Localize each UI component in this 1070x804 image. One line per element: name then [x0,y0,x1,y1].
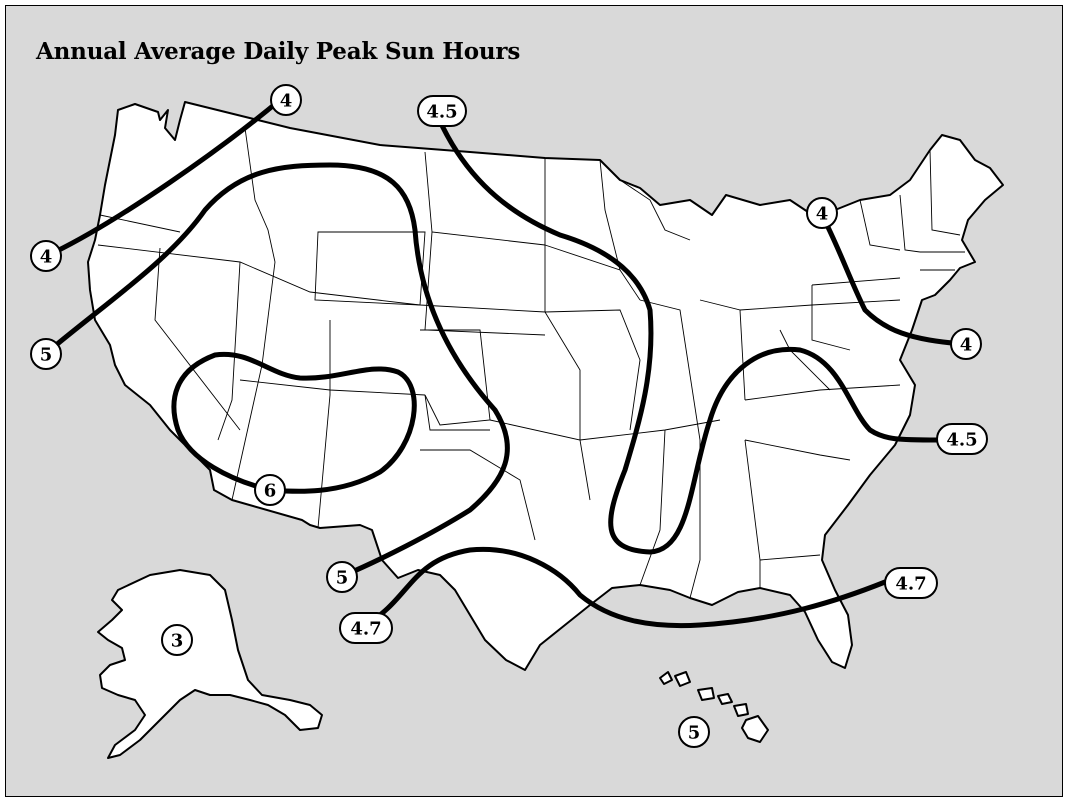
marker-5-west-texas: 5 [326,561,358,593]
marker-6-southwest: 6 [254,474,286,506]
hawaii-island-1 [659,671,673,685]
map-title: Annual Average Daily Peak Sun Hours [36,38,521,65]
isolines [47,97,966,629]
hawaii-island-big [741,715,769,743]
svg-text:4: 4 [960,335,973,356]
state-borders [97,127,965,599]
marker-47-south-texas: 4.7 [339,612,393,644]
value-markers: 4 4 5 4.5 4 4 4.5 6 [30,84,988,748]
marker-45-northern-plains: 4.5 [417,95,467,127]
marker-4-new-york: 4 [806,197,838,229]
svg-text:5: 5 [40,345,53,366]
hawaii-island-4 [717,693,733,705]
isoline-4-northwest [52,97,283,255]
svg-text:4.5: 4.5 [426,102,457,123]
svg-text:5: 5 [336,568,349,589]
alaska-landmass [97,569,323,759]
svg-text:4: 4 [816,204,829,225]
marker-3-alaska: 3 [161,624,193,656]
isoline-4-northeast [819,212,966,347]
svg-text:5: 5 [688,723,701,744]
svg-text:4: 4 [40,247,53,268]
svg-text:3: 3 [171,631,184,652]
isoline-6-southwest [171,351,417,494]
isoline-47-gulf [362,546,888,629]
marker-5-california: 5 [30,338,62,370]
svg-text:6: 6 [264,481,277,502]
marker-5-hawaii: 5 [678,716,710,748]
marker-4-pacific-coast: 4 [30,240,62,272]
contiguous-us-landmass [87,101,1004,671]
svg-text:4.5: 4.5 [946,430,977,451]
hawaii-island-3 [697,687,715,701]
marker-47-gulf-florida: 4.7 [884,567,938,599]
hawaii-island-5 [733,703,749,717]
isoline-45-central [432,107,941,555]
isoline-5-west-loop [47,162,510,578]
marker-4-mid-atlantic: 4 [950,328,982,360]
svg-text:4: 4 [280,91,293,112]
svg-text:4.7: 4.7 [350,619,381,640]
marker-4-pacific-northwest: 4 [270,84,302,116]
marker-45-north-carolina: 4.5 [936,423,988,455]
hawaii-island-2 [674,671,691,687]
svg-text:4.7: 4.7 [895,574,926,595]
